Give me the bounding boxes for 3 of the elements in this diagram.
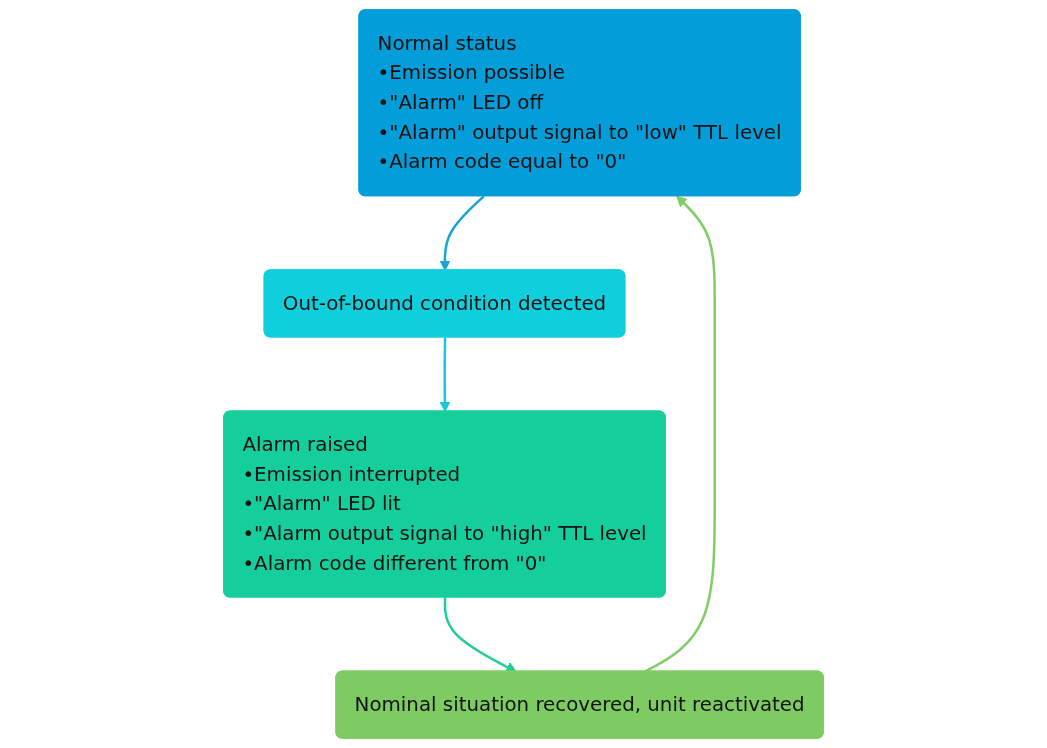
arrow (643, 195, 716, 673)
arrow (439, 337, 451, 413)
arrow (443, 597, 517, 673)
